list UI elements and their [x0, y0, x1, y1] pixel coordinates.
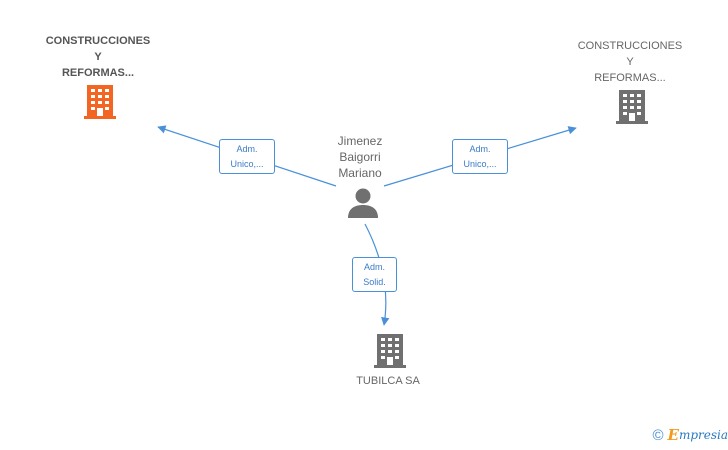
- company-right-label-line: Y: [626, 56, 634, 68]
- person-label-line: Baigorri: [339, 150, 381, 164]
- building-icon[interactable]: [84, 85, 116, 119]
- edge-label-line: Unico,...: [230, 159, 264, 169]
- person-label-line: Jimenez: [337, 134, 383, 148]
- company-left-label[interactable]: CONSTRUCCIONES Y REFORMAS...: [28, 33, 168, 81]
- edge-label-right[interactable]: Adm. Unico,...: [452, 139, 508, 174]
- edge-label-bottom[interactable]: Adm. Solid.: [352, 257, 397, 292]
- company-left-label-line: Y: [94, 51, 102, 63]
- person-icon[interactable]: [347, 188, 379, 218]
- company-right-label-line: REFORMAS...: [594, 72, 666, 84]
- brand-footer: © E mpresia: [652, 426, 728, 444]
- company-bottom-label[interactable]: TUBILCA SA: [328, 373, 448, 389]
- company-left-label-line: REFORMAS...: [61, 67, 135, 79]
- edge-label-line: Unico,...: [463, 159, 497, 169]
- edge-label-line: Adm.: [363, 262, 385, 272]
- company-left-label-line: CONSTRUCCIONES: [45, 35, 151, 47]
- company-right-label[interactable]: CONSTRUCCIONES Y REFORMAS...: [560, 38, 700, 86]
- company-right-label-line: CONSTRUCCIONES: [577, 40, 683, 52]
- edge-label-line: Solid.: [363, 277, 386, 287]
- person-label[interactable]: Jimenez Baigorri Mariano: [310, 133, 410, 181]
- building-icon[interactable]: [374, 334, 406, 368]
- edge-label-left[interactable]: Adm. Unico,...: [219, 139, 275, 174]
- brand-logo-text: mpresia: [678, 428, 728, 442]
- edge-label-line: Adm.: [469, 144, 491, 154]
- person-label-line: Mariano: [338, 166, 382, 180]
- edge-label-line: Adm.: [236, 144, 258, 154]
- brand-logo-initial: E: [667, 426, 679, 444]
- company-bottom-label-line: TUBILCA SA: [356, 375, 420, 387]
- building-icon[interactable]: [616, 90, 648, 124]
- copyright-symbol: ©: [652, 426, 664, 444]
